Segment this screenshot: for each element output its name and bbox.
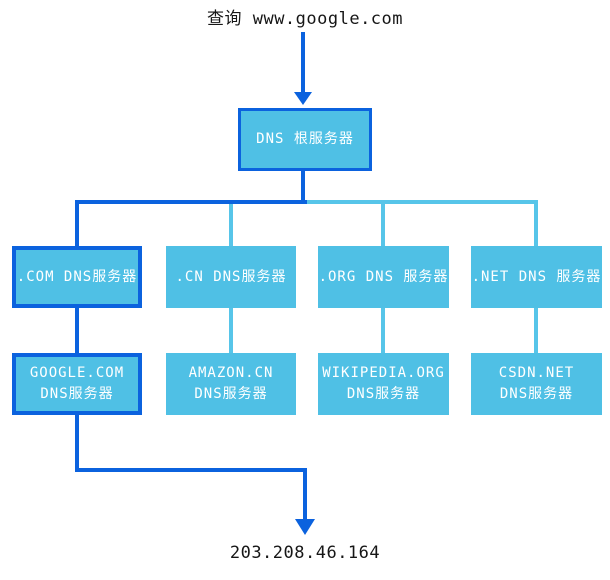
node-label: .ORG DNS 服务器 [318,268,449,285]
node-label-line2: DNS服务器 [40,386,114,402]
connector-bus-to-cn [229,204,233,246]
node-label-line2: DNS服务器 [194,386,268,402]
arrow-down-icon [295,519,315,535]
result-ip-label: 203.208.46.164 [229,543,381,563]
node-tld-com: .COM DNS服务器 [12,246,142,308]
arrow-down-icon [294,92,312,105]
node-tld-cn: .CN DNS服务器 [166,246,296,308]
node-tld-net: .NET DNS 服务器 [471,246,602,308]
node-label-line1: GOOGLE.COM [29,365,125,381]
node-label-line1: WIKIPEDIA.ORG [322,365,445,381]
connector-bus-to-org [381,204,385,246]
connector-com-to-google [75,308,79,353]
node-auth-google: GOOGLE.COM DNS服务器 [12,353,142,415]
node-label-line1: CSDN.NET [498,365,575,381]
node-label-line2: DNS服务器 [499,386,574,402]
result-path-final-down-segment [303,468,307,520]
connector-query-to-root [301,32,305,93]
result-path-down-segment [75,415,79,472]
connector-bus-to-net [534,204,538,246]
node-auth-wikipedia: WIKIPEDIA.ORG DNS服务器 [318,353,449,415]
connector-root-to-bus [301,170,305,202]
bus-line-highlighted [75,200,307,204]
node-label-line1: AMAZON.CN [188,365,274,381]
node-label-line2: DNS服务器 [346,386,421,402]
node-label: .CN DNS服务器 [175,268,287,285]
node-label: .COM DNS服务器 [16,268,138,285]
node-auth-amazon: AMAZON.CN DNS服务器 [166,353,296,415]
query-label: 查询 www.google.com [206,9,404,29]
node-label: .NET DNS 服务器 [471,268,602,285]
node-auth-csdn: CSDN.NET DNS服务器 [471,353,602,415]
bus-line-light [305,200,538,204]
node-dns-root-server: DNS 根服务器 [238,108,372,171]
result-path-horizontal-segment [75,468,307,472]
node-tld-org: .ORG DNS 服务器 [318,246,449,308]
node-label: DNS 根服务器 [256,131,354,147]
connector-org-to-wikipedia [381,308,385,353]
connector-bus-to-com [75,204,79,246]
connector-cn-to-amazon [229,308,233,353]
connector-net-to-csdn [534,308,538,353]
